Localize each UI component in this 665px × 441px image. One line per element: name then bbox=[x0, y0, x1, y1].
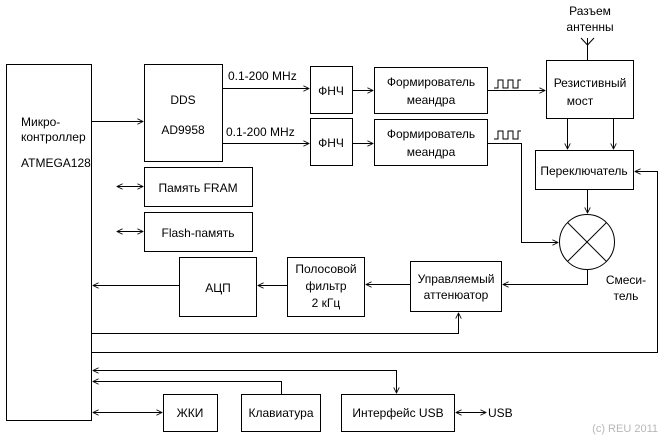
resistive-bridge-block: Резистивный мост bbox=[546, 60, 634, 119]
lcd-block: ЖКИ bbox=[163, 394, 218, 432]
lpf-label-1: ФНЧ bbox=[318, 84, 344, 98]
lpf-block-1: ФНЧ bbox=[310, 66, 353, 114]
attenuator-label-2: аттенюатор bbox=[424, 288, 489, 302]
fram-label: Память FRAM bbox=[158, 181, 237, 195]
mcu-to-switch-arrow bbox=[92, 172, 658, 353]
square-wave-icon bbox=[494, 130, 521, 140]
usb-interface-block: Интерфейс USB bbox=[341, 394, 455, 432]
mcu-label-3: ATMEGA128 bbox=[21, 156, 91, 170]
lcd-label: ЖКИ bbox=[177, 406, 204, 420]
shaper1-label-2: меандра bbox=[407, 93, 456, 107]
mixer-cross-circle-icon bbox=[559, 214, 615, 270]
switch-block: Переключатель bbox=[535, 150, 634, 190]
square-shaper-block-2: Формирователь меандра bbox=[374, 119, 488, 166]
shaper1-label-1: Формирователь bbox=[387, 75, 475, 89]
antenna-icon bbox=[580, 37, 595, 60]
flash-label: Flash-память bbox=[161, 226, 234, 240]
square-wave-icon bbox=[494, 79, 521, 89]
attenuator-label-1: Управляемый bbox=[418, 272, 495, 286]
fram-block: Память FRAM bbox=[144, 167, 253, 207]
dds-block: DDS AD9958 bbox=[144, 64, 223, 162]
adc-label: АЦП bbox=[205, 281, 231, 295]
adc-block: АЦП bbox=[179, 257, 257, 317]
usb-external-label: USB bbox=[488, 406, 513, 420]
bandpass-label-3: 2 кГц bbox=[312, 296, 341, 310]
usb-to-mcu-bidir-arrow bbox=[93, 371, 397, 394]
keyboard-label: Клавиатура bbox=[249, 406, 314, 420]
mixer-to-attenuator-arrow bbox=[503, 270, 588, 285]
attenuator-block: Управляемый аттенюатор bbox=[410, 261, 502, 312]
bridge-label-1: Резистивный bbox=[554, 76, 627, 90]
switch-label: Переключатель bbox=[540, 164, 627, 178]
bridge-label-2: мост bbox=[567, 94, 594, 108]
dds-chip-label: AD9958 bbox=[161, 123, 205, 137]
bandpass-filter-block: Полосовой фильтр 2 кГц bbox=[287, 257, 365, 317]
freq-label-2: 0.1-200 MHz bbox=[226, 125, 295, 139]
mcu-label-2: контроллер bbox=[21, 130, 86, 144]
mixer-label-1: Смеси- bbox=[606, 273, 646, 287]
copyright-label: (c) REU 2011 bbox=[592, 423, 658, 435]
keyboard-to-mcu-arrow bbox=[93, 382, 282, 394]
mixer-label-2: тель bbox=[614, 289, 639, 303]
bandpass-label-2: фильтр bbox=[305, 279, 346, 293]
lpf-label-2: ФНЧ bbox=[318, 136, 344, 150]
square-shaper-block-1: Формирователь меандра bbox=[374, 67, 488, 114]
antenna-label-1: Разъем bbox=[569, 4, 611, 18]
microcontroller-block: Микро- контроллер ATMEGA128 bbox=[6, 64, 92, 421]
shaper2-to-mixer-arrow bbox=[488, 143, 558, 243]
usb-interface-label: Интерфейс USB bbox=[352, 406, 443, 420]
freq-label-1: 0.1-200 MHz bbox=[228, 69, 297, 83]
lpf-block-2: ФНЧ bbox=[310, 118, 353, 166]
antenna-label-2: антенны bbox=[566, 20, 613, 34]
mcu-to-attenuator-arrow bbox=[92, 313, 459, 334]
shaper2-label-2: меандра bbox=[407, 145, 456, 159]
bandpass-label-1: Полосовой bbox=[295, 262, 356, 276]
dds-label: DDS bbox=[170, 93, 195, 107]
flash-block: Flash-память bbox=[144, 212, 253, 252]
mcu-label-1: Микро- bbox=[21, 115, 60, 129]
shaper2-label-1: Формирователь bbox=[387, 127, 475, 141]
keyboard-block: Клавиатура bbox=[241, 394, 321, 432]
